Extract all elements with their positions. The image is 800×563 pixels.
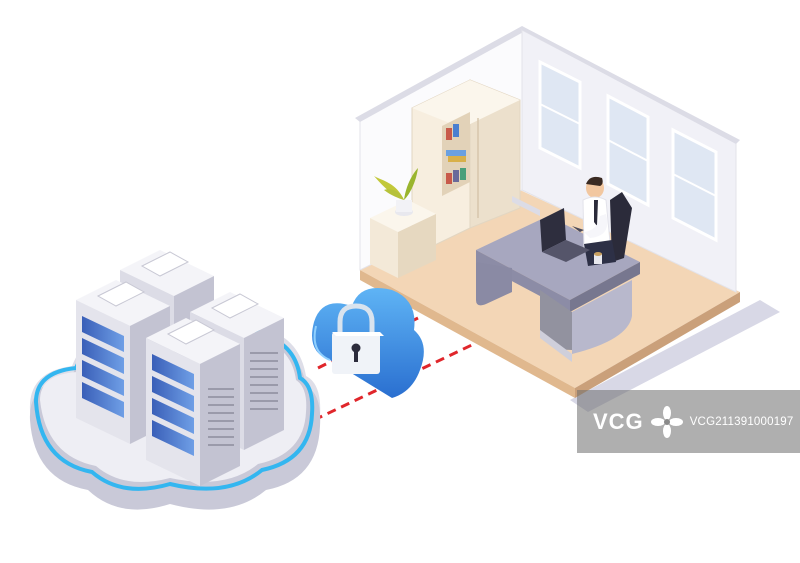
- watermark-logo: VCG: [593, 408, 644, 434]
- laptop-icon: [540, 208, 590, 262]
- wall-vent: [512, 196, 540, 216]
- padlock-icon: [332, 303, 384, 374]
- room-floor-edge-left: [360, 270, 575, 398]
- server-rack-icon: [76, 280, 170, 444]
- room-wall-left-cap: [355, 26, 527, 122]
- side-cabinet: [370, 200, 436, 278]
- server-screens: [82, 316, 124, 418]
- room-floor-edge-right: [575, 292, 740, 398]
- cloud-lock-icon: [312, 288, 424, 398]
- office-room: [355, 26, 780, 412]
- coffee-cup: [594, 252, 602, 264]
- room-wall-right-cap: [522, 26, 740, 144]
- room-shadow: [570, 300, 780, 412]
- watermark: VCG VCG211391000197: [577, 390, 800, 453]
- watermark-id: VCG211391000197: [689, 415, 794, 428]
- server-rack-icon: [146, 318, 240, 486]
- bookshelf: [411, 79, 521, 257]
- plant-icon: [374, 168, 418, 216]
- server-screens: [152, 354, 194, 456]
- watermark-flower-icon: [650, 405, 683, 438]
